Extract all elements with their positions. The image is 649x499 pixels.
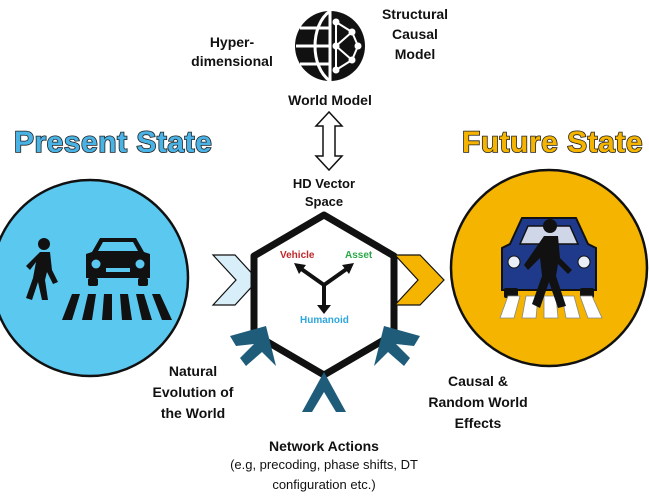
chevron-up-left-icon bbox=[374, 326, 420, 366]
world-model-caption: World Model bbox=[288, 92, 372, 108]
hyper-dimensional-label: Hyper- dimensional bbox=[191, 34, 273, 69]
pedestrian-icon bbox=[524, 219, 572, 308]
network-actions-detail: (e.g, precoding, phase shifts, DT config… bbox=[230, 457, 418, 492]
crosswalk-icon bbox=[499, 295, 603, 319]
crosswalk-icon bbox=[62, 294, 172, 320]
chevron-up-right-icon bbox=[230, 326, 276, 366]
causal-random-effects-label: Causal & Random World Effects bbox=[428, 373, 528, 431]
future-state-title: Future State bbox=[461, 125, 644, 160]
chevron-right-icon bbox=[393, 254, 445, 306]
structural-causal-model-label: Structural Causal Model bbox=[381, 6, 449, 62]
natural-evolution-label: Natural Evolution of the World bbox=[152, 363, 234, 421]
vehicle-axis-label: Vehicle bbox=[280, 250, 315, 261]
chevron-up-icon bbox=[302, 372, 346, 412]
chevron-right-icon bbox=[211, 254, 259, 306]
humanoid-axis-label: Humanoid bbox=[300, 315, 349, 326]
input-chevrons bbox=[230, 326, 420, 412]
hd-vector-space-hexagon bbox=[250, 211, 398, 379]
network-actions-title: Network Actions bbox=[269, 438, 379, 454]
globe-network-icon bbox=[295, 9, 365, 83]
asset-axis-label: Asset bbox=[345, 250, 373, 261]
pedestrian-icon bbox=[26, 238, 58, 300]
present-state-circle bbox=[0, 178, 190, 378]
future-state-circle bbox=[449, 168, 649, 368]
hd-vector-space-title: HD Vector Space bbox=[292, 176, 356, 209]
double-arrow-icon bbox=[314, 110, 344, 172]
present-state-title: Present State bbox=[13, 125, 213, 160]
car-icon bbox=[86, 238, 150, 286]
